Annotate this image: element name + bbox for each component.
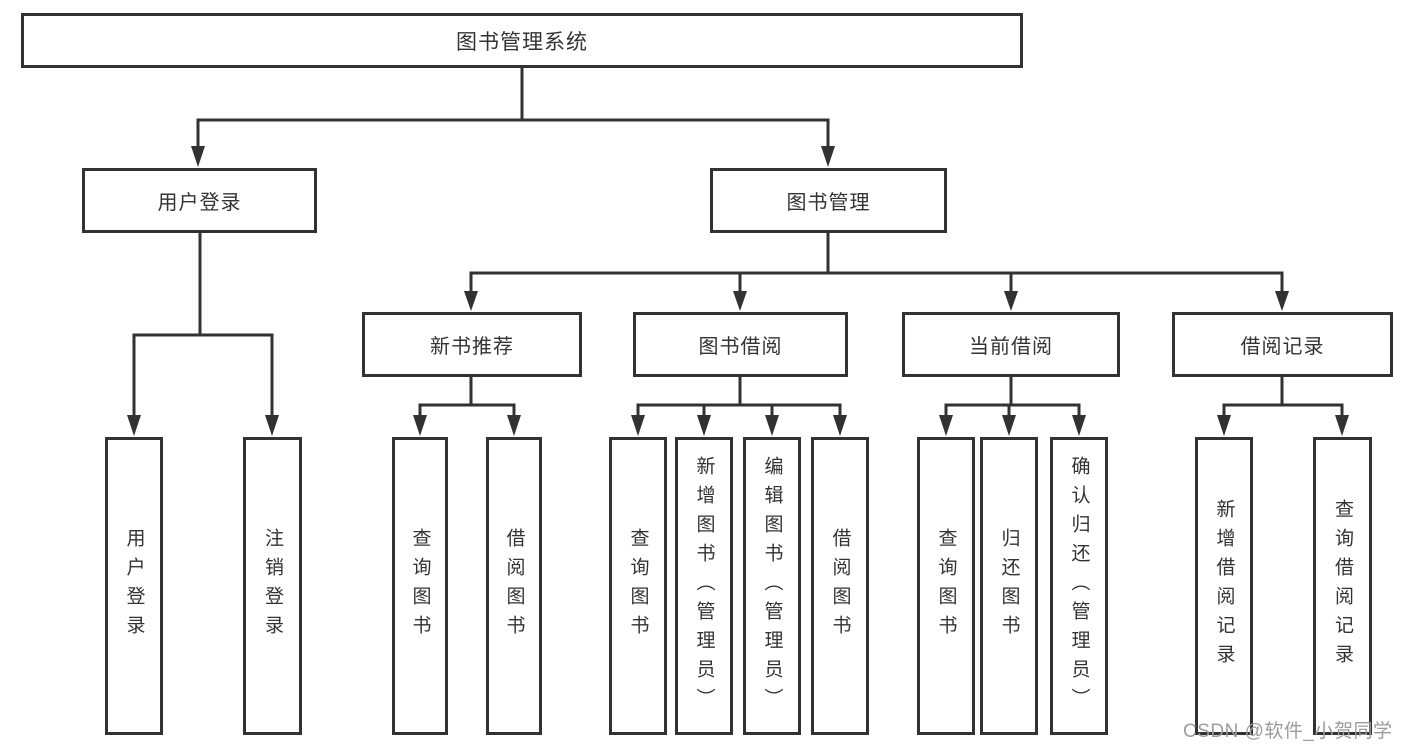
leaf-add-borrow-record-label: 新增借阅记录: [1213, 499, 1235, 673]
leaf-logout-label: 注销登录: [262, 528, 283, 644]
node-book-borrow: 图书借阅: [633, 312, 848, 377]
leaf-query-borrow-record-label: 查询借阅记录: [1332, 499, 1353, 673]
node-user-login: 用户登录: [82, 168, 317, 233]
node-user-login-label: 用户登录: [157, 192, 242, 214]
watermark: CSDN @软件_小贺同学: [1183, 721, 1393, 742]
leaf-query-books-3-label: 查询图书: [935, 528, 957, 644]
node-new-book-recommend: 新书推荐: [362, 312, 582, 377]
node-current-borrow-label: 当前借阅: [969, 336, 1053, 358]
leaf-user-login-label: 用户登录: [123, 528, 145, 644]
node-new-book-recommend-label: 新书推荐: [430, 336, 514, 358]
node-borrow-records: 借阅记录: [1172, 312, 1393, 377]
leaf-confirm-return-admin-label: 确认归还（管理员）: [1068, 455, 1090, 717]
leaf-add-book-admin-label: 新增图书（管理员）: [693, 455, 715, 717]
leaf-borrow-books-1-label: 借阅图书: [503, 528, 525, 644]
leaf-query-books-2-label: 查询图书: [627, 528, 649, 644]
leaf-confirm-return-admin: 确认归还（管理员）: [1050, 437, 1108, 735]
leaf-logout: 注销登录: [243, 437, 302, 735]
node-root: 图书管理系统: [21, 13, 1023, 68]
leaf-borrow-books-2: 借阅图书: [811, 437, 869, 735]
leaf-query-books-1-label: 查询图书: [409, 528, 431, 644]
leaf-add-book-admin: 新增图书（管理员）: [675, 437, 733, 735]
leaf-edit-book-admin: 编辑图书（管理员）: [743, 437, 801, 735]
leaf-user-login: 用户登录: [105, 437, 163, 735]
node-book-borrow-label: 图书借阅: [698, 336, 783, 358]
node-book-management: 图书管理: [710, 168, 947, 233]
node-current-borrow: 当前借阅: [902, 312, 1120, 377]
leaf-add-borrow-record: 新增借阅记录: [1195, 437, 1253, 735]
leaf-borrow-books-2-label: 借阅图书: [829, 528, 851, 644]
leaf-edit-book-admin-label: 编辑图书（管理员）: [761, 455, 783, 717]
leaf-query-books-2: 查询图书: [609, 437, 667, 735]
node-root-label: 图书管理系统: [456, 30, 588, 54]
node-book-management-label: 图书管理: [786, 192, 871, 214]
leaf-borrow-books-1: 借阅图书: [486, 437, 542, 735]
node-borrow-records-label: 借阅记录: [1240, 336, 1325, 358]
leaf-return-book-label: 归还图书: [998, 528, 1020, 644]
leaf-query-books-1: 查询图书: [392, 437, 448, 735]
leaf-query-books-3: 查询图书: [917, 437, 975, 735]
leaf-query-borrow-record: 查询借阅记录: [1313, 437, 1372, 735]
leaf-return-book: 归还图书: [980, 437, 1038, 735]
